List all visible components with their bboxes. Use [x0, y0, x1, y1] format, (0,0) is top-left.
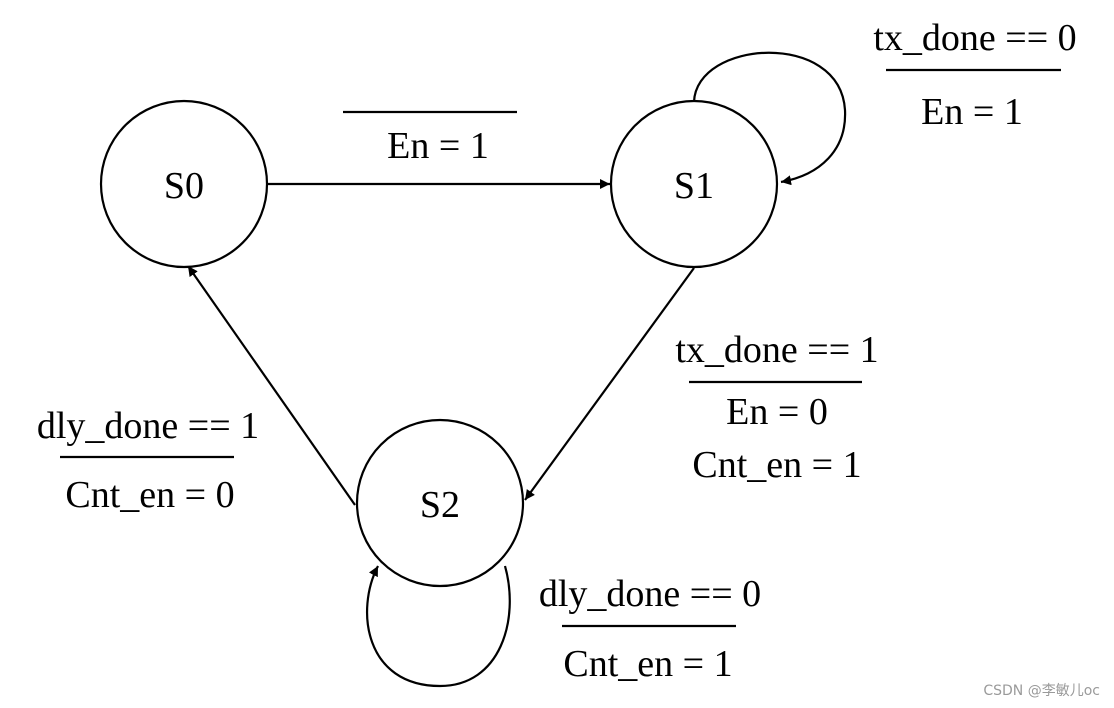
s1-self-loop [692, 51, 847, 186]
s1-to-s2-condition: tx_done == 1 [675, 329, 878, 371]
s1-self-condition: tx_done == 0 [873, 17, 1076, 59]
s2-to-s0-arrow [187, 265, 356, 506]
s2-to-s0-label: dly_done == 1 Cnt_en = 0 [37, 405, 259, 516]
s1-to-s2-output-1: En = 0 [726, 391, 828, 433]
s1-self-label: tx_done == 0 En = 1 [873, 17, 1076, 133]
watermark-text: CSDN @李敏儿oc [983, 683, 1100, 699]
s0-to-s1-output: En = 1 [387, 125, 489, 167]
s2-self-label: dly_done == 0 Cnt_en = 1 [539, 573, 761, 685]
s0-to-s1-label: En = 1 [343, 110, 517, 167]
state-s0-label: S0 [164, 165, 204, 207]
s1-to-s2-label: tx_done == 1 En = 0 Cnt_en = 1 [675, 329, 878, 486]
state-s0: S0 [99, 99, 269, 269]
s2-self-condition: dly_done == 0 [539, 573, 761, 615]
state-s1: S1 [609, 99, 779, 269]
s2-to-s0-condition: dly_done == 1 [37, 405, 259, 447]
s2-to-s0-output: Cnt_en = 0 [65, 474, 234, 516]
s1-to-s2-output-2: Cnt_en = 1 [692, 444, 861, 486]
s2-self-output: Cnt_en = 1 [563, 643, 732, 685]
state-s2: S2 [355, 418, 525, 588]
s2-self-loop [366, 565, 511, 688]
state-s2-label: S2 [420, 484, 460, 526]
state-s1-label: S1 [674, 165, 714, 207]
s1-to-s2-arrow [524, 267, 695, 501]
s1-self-output: En = 1 [921, 91, 1023, 133]
